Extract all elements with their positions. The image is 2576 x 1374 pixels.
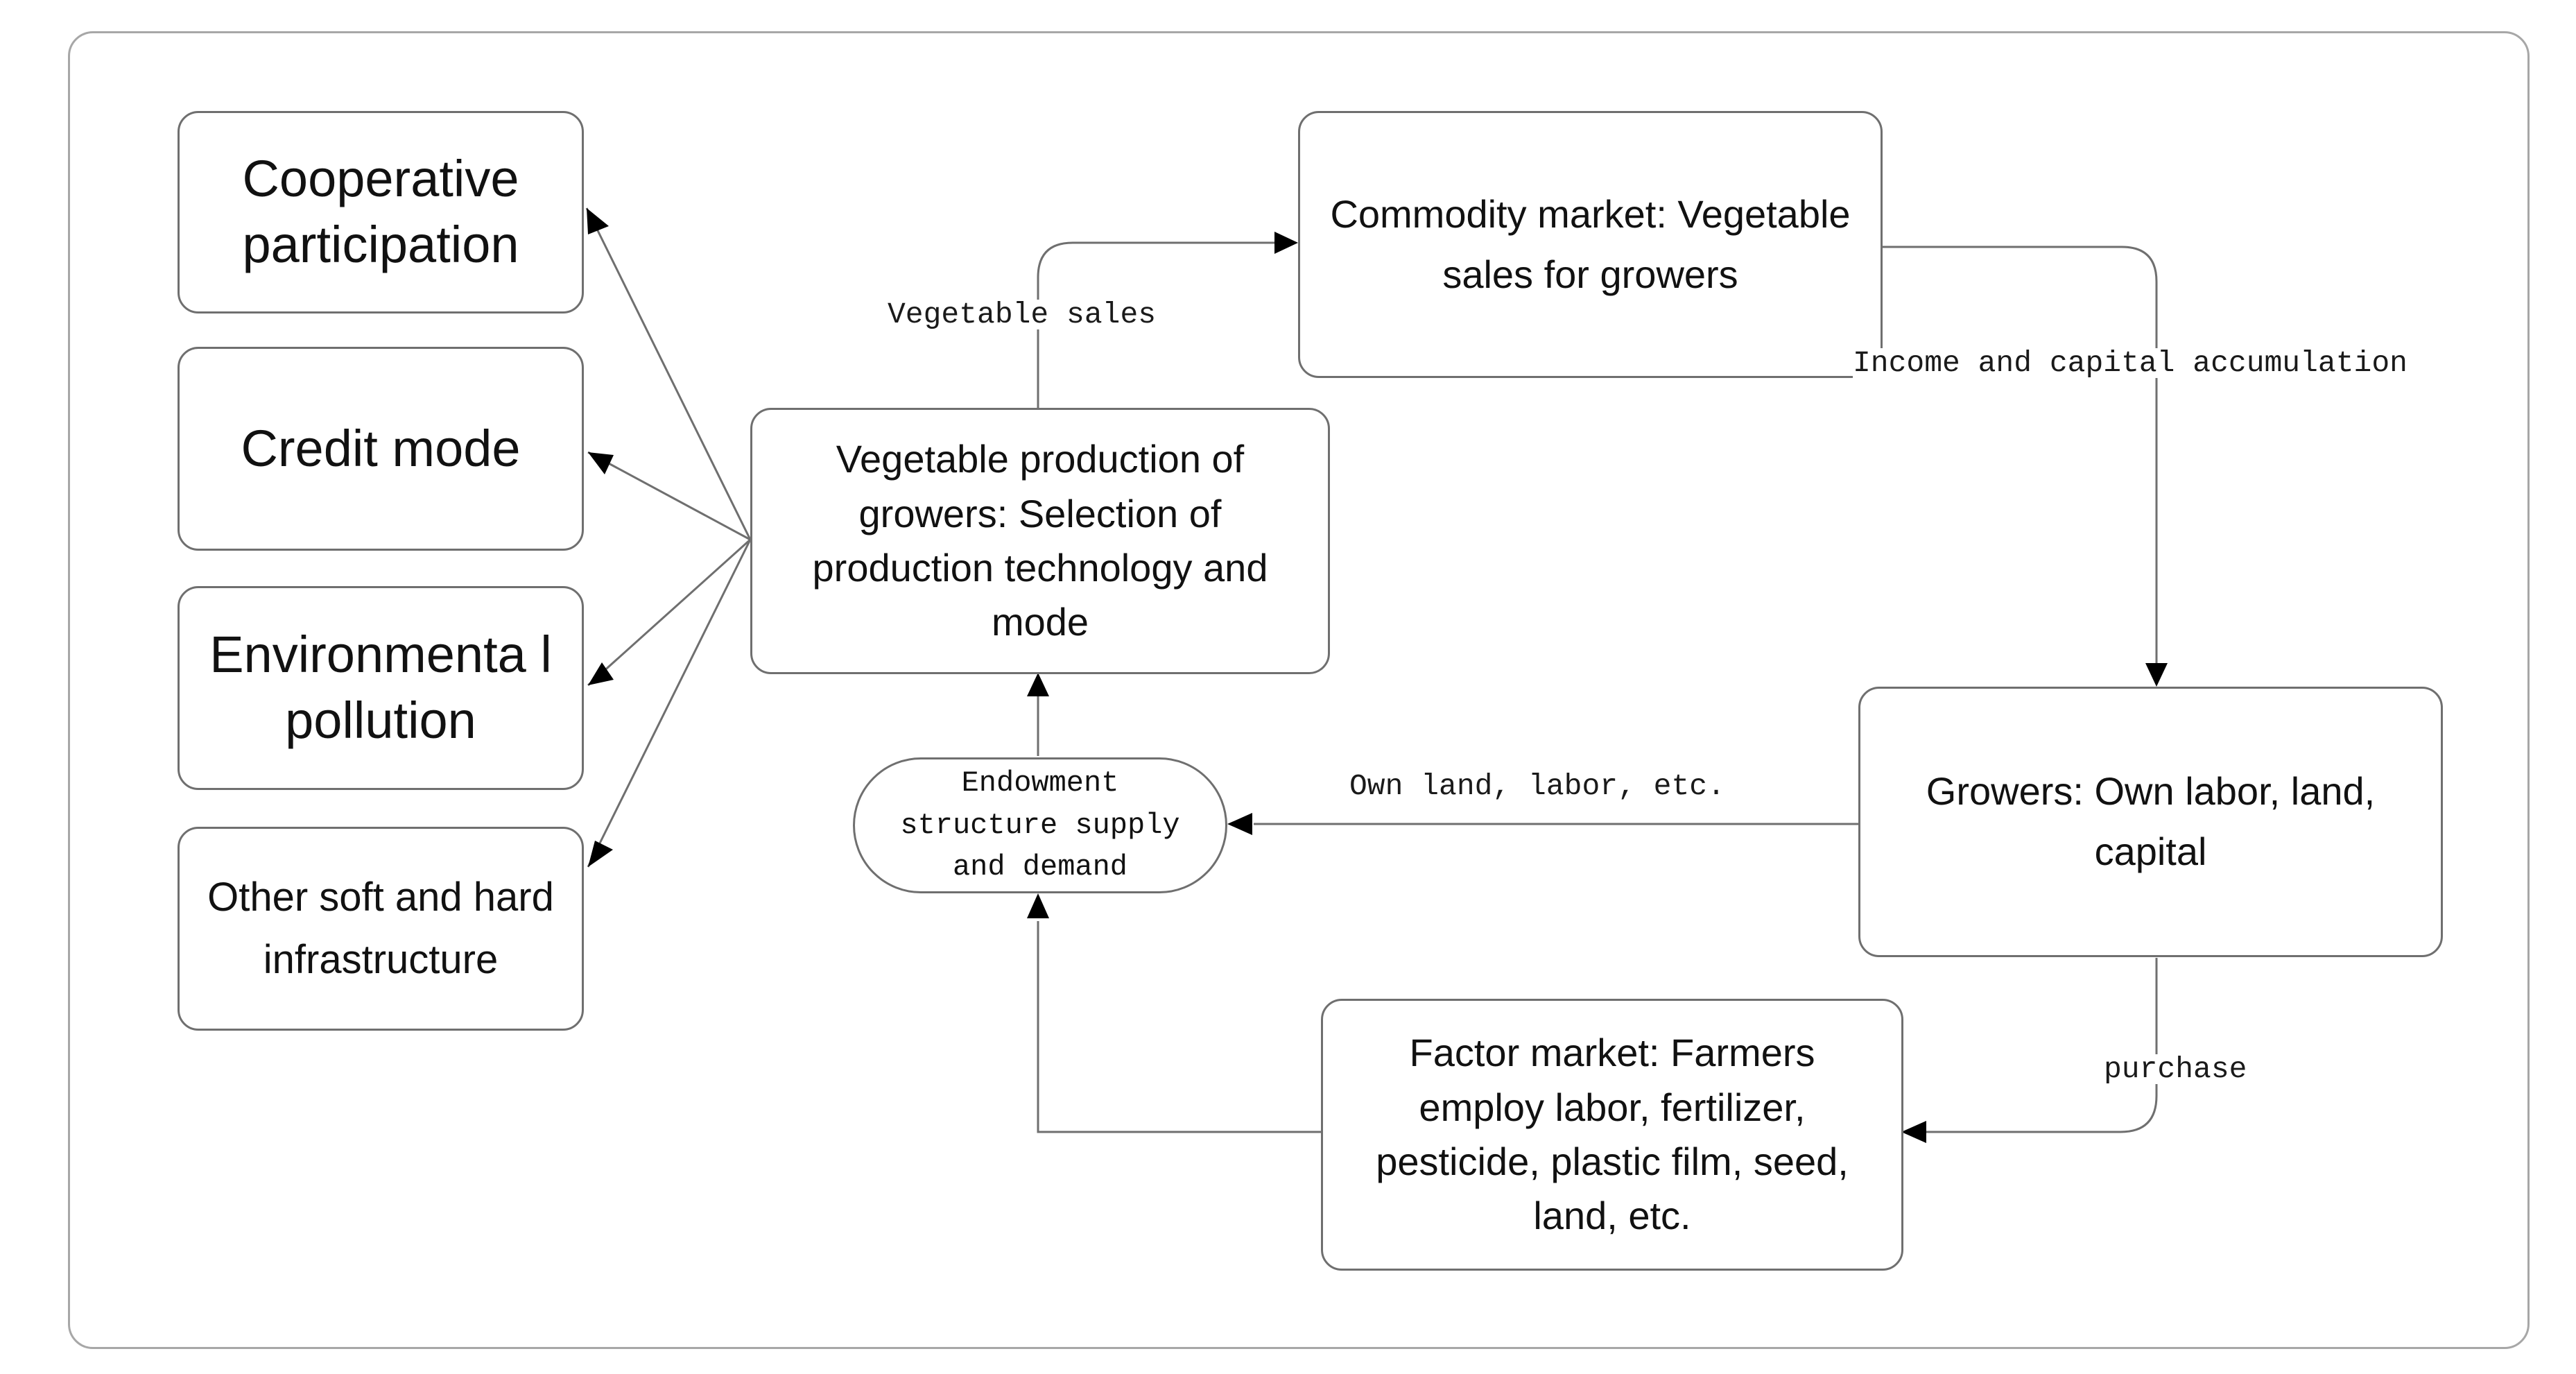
growers-text: Growers: Own labor, land, capital — [1926, 769, 2376, 873]
edge-to-environmental — [587, 538, 752, 687]
growers-box: Growers: Own labor, land, capital — [1858, 687, 2443, 957]
edge-income — [1883, 246, 2158, 664]
edge-purchase — [1914, 958, 2158, 1133]
label-purchase: purchase — [2104, 1052, 2247, 1086]
arrowhead-commodity — [1274, 232, 1298, 254]
other-infrastructure-box: Other soft and hard infrastructure — [178, 827, 584, 1031]
arrowheads — [587, 208, 2168, 1143]
cooperative-participation-text: Cooperative participation — [242, 150, 519, 273]
vegetable-production-text: Vegetable production of growers: Selecti… — [812, 437, 1268, 644]
arrowhead-cooperative — [587, 208, 609, 234]
commodity-market-text: Commodity market: Vegetable sales for gr… — [1330, 191, 1851, 296]
label-income-capital: Income and capital accumulation — [1853, 346, 2408, 380]
environmental-pollution-box: Environmenta l pollution — [178, 586, 584, 790]
arrowhead-credit — [588, 452, 614, 474]
arrowhead-growers — [2145, 663, 2168, 687]
edge-to-other — [587, 539, 752, 868]
factor-market-box: Factor market: Farmers employ labor, fer… — [1321, 999, 1903, 1271]
edge-factor-to-endowment — [1037, 921, 1321, 1133]
vegetable-production-box: Vegetable production of growers: Selecti… — [750, 408, 1330, 674]
cooperative-participation-box: Cooperative participation — [178, 111, 584, 314]
endowment-structure-box: Endowment structure supply and demand — [853, 757, 1227, 893]
arrowhead-endowment-right — [1227, 813, 1252, 835]
arrowhead-production — [1027, 673, 1049, 696]
edge-to-cooperative — [585, 207, 752, 540]
endowment-structure-text: Endowment structure supply and demand — [900, 766, 1180, 884]
arrowhead-environmental — [588, 662, 614, 685]
arrowhead-endowment-bottom — [1027, 893, 1049, 918]
edge-vegetable-sales — [1037, 241, 1290, 408]
arrowhead-factor — [1901, 1121, 1926, 1143]
credit-mode-box: Credit mode — [178, 347, 584, 551]
commodity-market-box: Commodity market: Vegetable sales for gr… — [1298, 111, 1883, 378]
factor-market-text: Factor market: Farmers employ labor, fer… — [1376, 1031, 1849, 1238]
label-vegetable-sales: Vegetable sales — [888, 298, 1157, 332]
edge-to-credit — [587, 451, 751, 541]
label-own-land-labor: Own land, labor, etc. — [1349, 769, 1725, 803]
other-infrastructure-text: Other soft and hard infrastructure — [207, 875, 554, 982]
arrowhead-other — [588, 841, 613, 867]
environmental-pollution-text: Environmenta l pollution — [209, 626, 552, 749]
credit-mode-text: Credit mode — [241, 419, 521, 477]
